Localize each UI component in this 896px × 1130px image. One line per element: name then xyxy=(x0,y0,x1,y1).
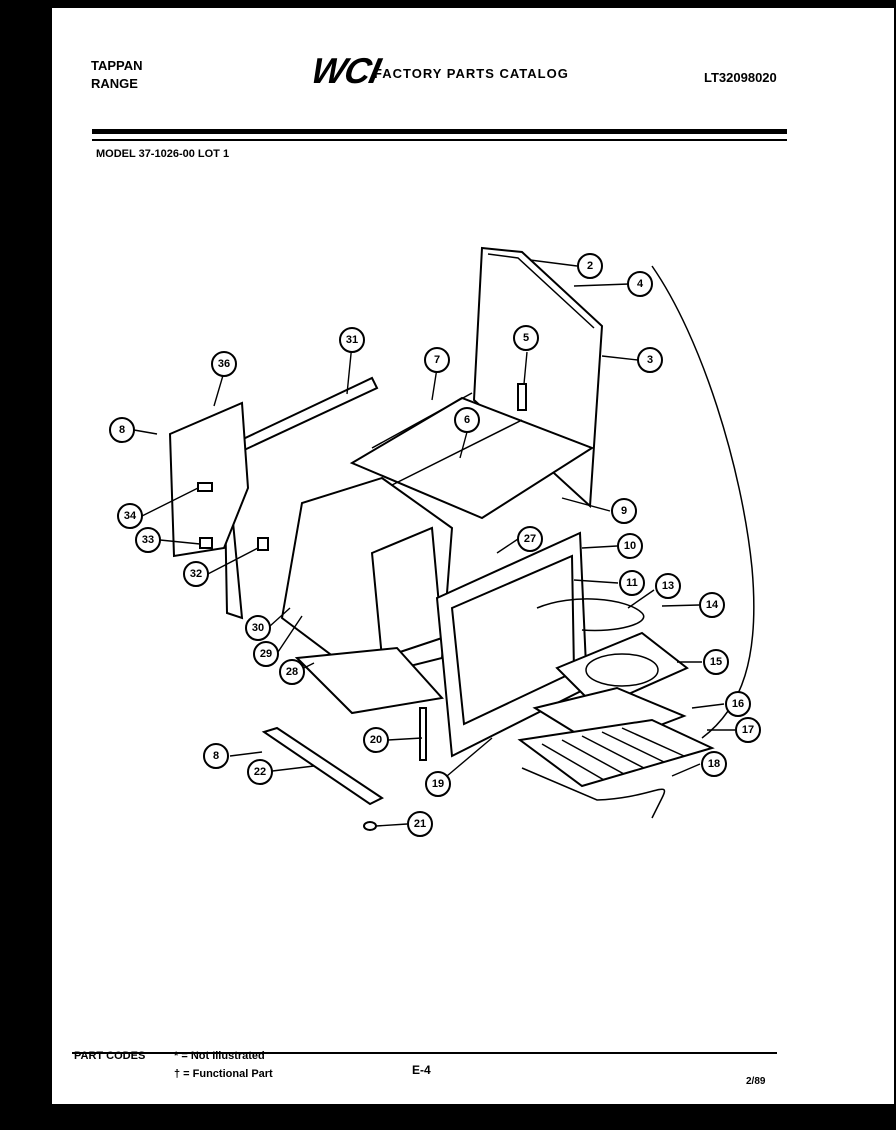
callout-20: 20 xyxy=(363,727,389,753)
svg-text:32: 32 xyxy=(190,568,202,580)
code-functional-part: † = Functional Part xyxy=(174,1068,273,1080)
svg-text:15: 15 xyxy=(710,656,722,668)
svg-text:34: 34 xyxy=(124,510,137,522)
svg-text:21: 21 xyxy=(414,818,426,830)
part-21 xyxy=(363,821,377,831)
svg-text:30: 30 xyxy=(252,622,264,634)
svg-text:33: 33 xyxy=(142,534,154,546)
svg-text:16: 16 xyxy=(732,698,744,710)
callout-14: 14 xyxy=(699,592,725,618)
callout-34: 34 xyxy=(117,503,143,529)
callout-15: 15 xyxy=(703,649,729,675)
svg-text:4: 4 xyxy=(637,278,644,290)
part-5 xyxy=(517,383,527,411)
callout-2: 2 xyxy=(577,253,603,279)
code-not-illustrated: * = Not Illustrated xyxy=(174,1050,265,1062)
part-34 xyxy=(197,482,213,492)
callout-21: 21 xyxy=(407,811,433,837)
svg-text:28: 28 xyxy=(286,666,298,678)
bottom-tray xyxy=(294,646,444,715)
parts-catalog-sheet: TAPPAN RANGE WCI FACTORY PARTS CATALOG L… xyxy=(52,8,894,1104)
part-32 xyxy=(257,537,269,551)
svg-text:8: 8 xyxy=(213,750,219,762)
svg-text:27: 27 xyxy=(524,533,536,545)
callout-32: 32 xyxy=(183,561,209,587)
svg-text:2: 2 xyxy=(587,260,593,272)
svg-text:29: 29 xyxy=(260,648,272,660)
broiler-pan xyxy=(555,631,689,710)
callout-11: 11 xyxy=(619,570,645,596)
svg-text:36: 36 xyxy=(218,358,230,370)
part-codes-label: PART CODES xyxy=(74,1050,146,1062)
callout-9: 9 xyxy=(611,498,637,524)
header-rule xyxy=(92,129,787,134)
callout-7: 7 xyxy=(424,347,450,373)
svg-text:13: 13 xyxy=(662,580,674,592)
top-panel xyxy=(349,396,595,520)
svg-text:20: 20 xyxy=(370,734,382,746)
callout-16: 16 xyxy=(725,691,751,717)
brand-line-2: RANGE xyxy=(91,76,138,91)
svg-text:14: 14 xyxy=(706,599,719,611)
svg-text:7: 7 xyxy=(434,354,440,366)
page-number: E-4 xyxy=(412,1063,431,1077)
callout-30: 30 xyxy=(245,615,271,641)
header-rule-thin xyxy=(92,139,787,141)
callout-31: 31 xyxy=(339,327,365,353)
bake-element xyxy=(536,598,645,632)
callout-27: 27 xyxy=(517,526,543,552)
svg-text:19: 19 xyxy=(432,778,444,790)
callout-22: 22 xyxy=(247,759,273,785)
callout-6: 6 xyxy=(454,407,480,433)
callout-33: 33 xyxy=(135,527,161,553)
svg-text:5: 5 xyxy=(523,332,529,344)
svg-text:11: 11 xyxy=(626,577,638,589)
svg-text:9: 9 xyxy=(621,505,627,517)
brand-line-1: TAPPAN xyxy=(91,58,143,73)
footer-rule xyxy=(72,1052,777,1054)
callout-4: 4 xyxy=(627,271,653,297)
callout-36: 36 xyxy=(211,351,237,377)
callout-3: 3 xyxy=(637,347,663,373)
callout-17: 17 xyxy=(735,717,761,743)
svg-text:10: 10 xyxy=(624,540,636,552)
exploded-parts-diagram: 2 4 3 5 7 31 36 6 8 34 33 32 30 29 28 9 … xyxy=(109,246,761,837)
rail xyxy=(261,726,384,806)
svg-text:3: 3 xyxy=(647,354,653,366)
catalog-title: FACTORY PARTS CATALOG xyxy=(374,66,569,81)
doc-number: LT32098020 xyxy=(704,70,777,85)
revision-date: 2/89 xyxy=(746,1076,766,1087)
callout-18: 18 xyxy=(701,751,727,777)
svg-text:18: 18 xyxy=(708,758,720,770)
callout-8-lower: 8 xyxy=(203,743,229,769)
callout-5: 5 xyxy=(513,325,539,351)
part-33 xyxy=(199,537,213,549)
part-20 xyxy=(419,707,427,761)
svg-text:17: 17 xyxy=(742,724,754,736)
callout-19: 19 xyxy=(425,771,451,797)
svg-text:31: 31 xyxy=(346,334,358,346)
model-label: MODEL 37-1026-00 LOT 1 xyxy=(96,148,230,160)
callout-10: 10 xyxy=(617,533,643,559)
svg-text:6: 6 xyxy=(464,414,470,426)
callout-29: 29 xyxy=(253,641,279,667)
callout-8: 8 xyxy=(109,417,135,443)
wire xyxy=(521,767,666,819)
callout-28: 28 xyxy=(279,659,305,685)
callout-13: 13 xyxy=(655,573,681,599)
rear-box xyxy=(168,401,250,558)
svg-text:8: 8 xyxy=(119,424,125,436)
svg-text:22: 22 xyxy=(254,766,266,778)
